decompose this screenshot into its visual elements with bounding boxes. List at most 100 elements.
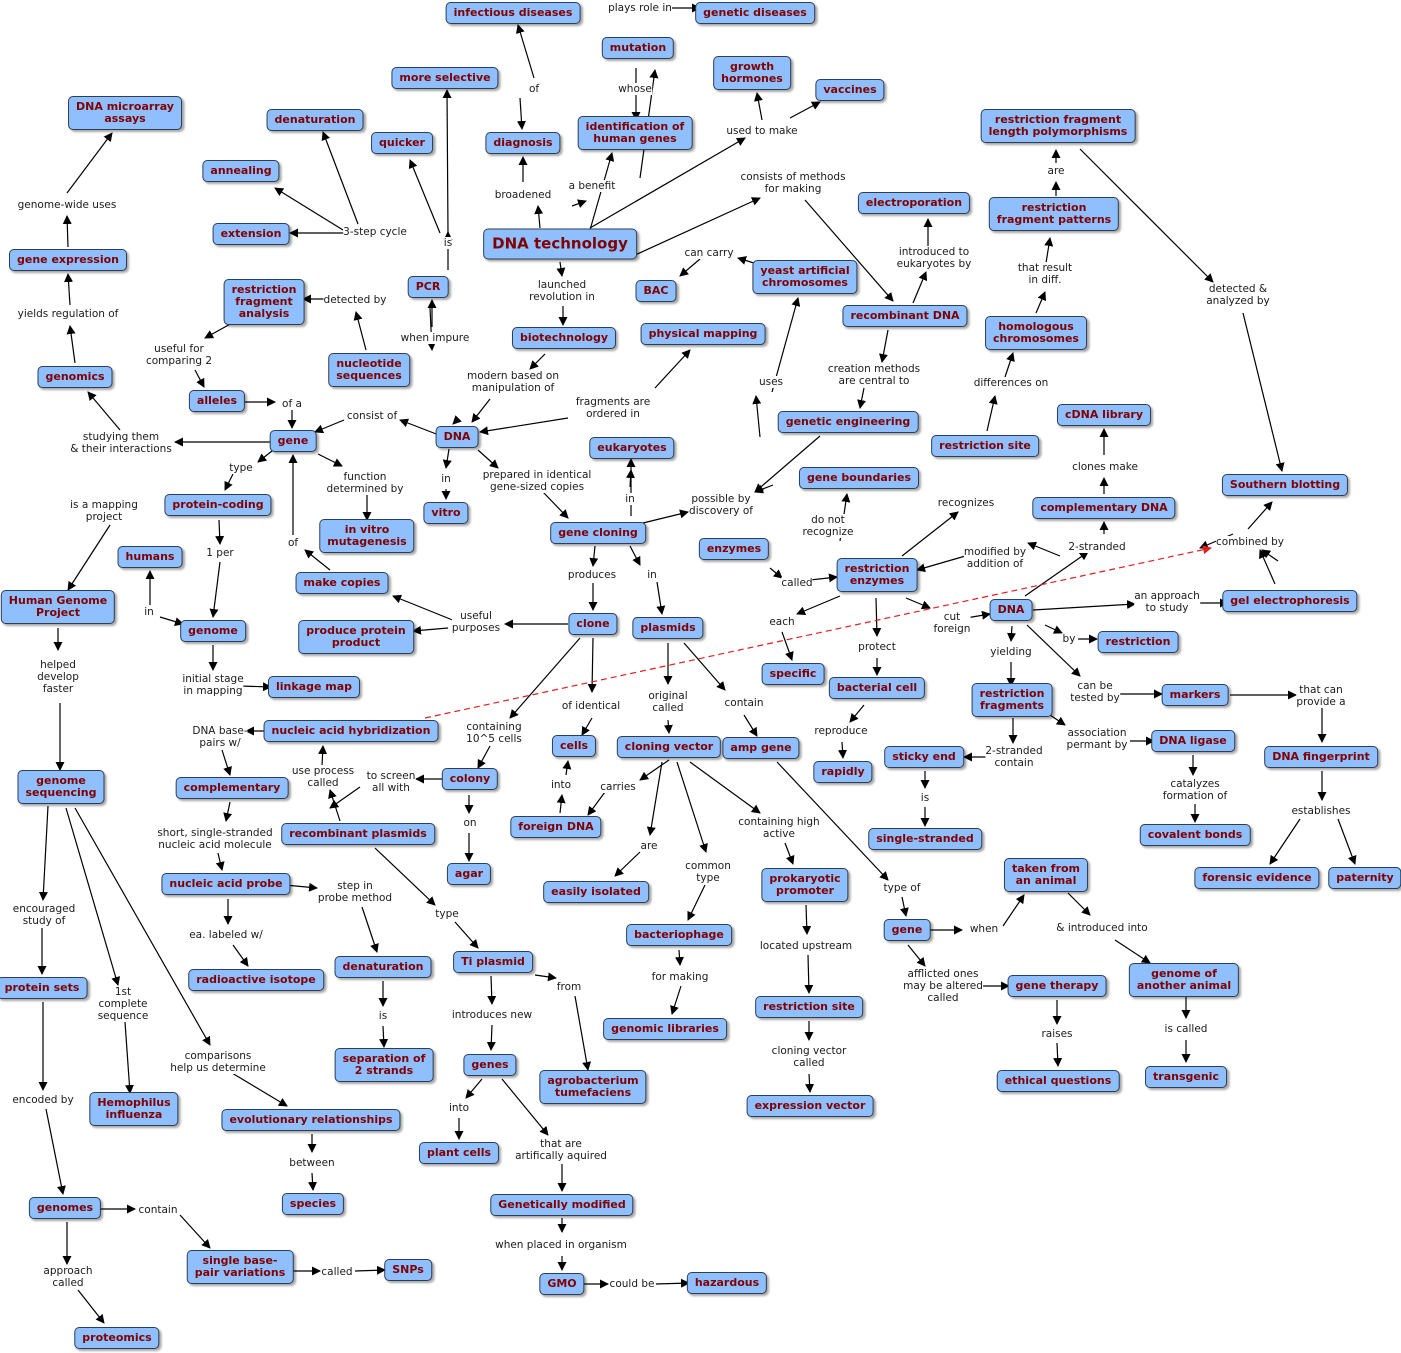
node-restriction-fragment-analysis[interactable]: restriction fragment analysis: [223, 279, 305, 325]
node-complementary[interactable]: complementary: [175, 777, 289, 799]
node-plant-cells[interactable]: plant cells: [418, 1142, 500, 1164]
node-pcr[interactable]: PCR: [407, 276, 449, 298]
node-linkage-map[interactable]: linkage map: [267, 676, 361, 698]
node-make-copies[interactable]: make copies: [295, 572, 389, 594]
node-single-stranded[interactable]: single-stranded: [868, 828, 982, 850]
node-proteomics[interactable]: proteomics: [74, 1327, 160, 1349]
node-bacterial-cell[interactable]: bacterial cell: [828, 677, 926, 699]
node-more-selective[interactable]: more selective: [391, 67, 499, 89]
node-gmo[interactable]: GMO: [539, 1273, 585, 1295]
node-nucleotide-sequences[interactable]: nucleotide sequences: [328, 353, 410, 387]
node-restriction-site-right[interactable]: restriction site: [931, 435, 1039, 457]
node-expression-vector[interactable]: expression vector: [746, 1095, 874, 1117]
node-recombinant-plasmids[interactable]: recombinant plasmids: [281, 823, 435, 845]
node-covalent-bonds[interactable]: covalent bonds: [1139, 824, 1251, 846]
node-gene[interactable]: gene: [269, 430, 317, 452]
node-separation-of-2-strands[interactable]: separation of 2 strands: [334, 1048, 434, 1082]
node-amp-gene[interactable]: amp gene: [722, 737, 800, 759]
node-agar[interactable]: agar: [446, 863, 492, 885]
node-electroporation[interactable]: electroporation: [857, 192, 971, 214]
node-vaccines[interactable]: vaccines: [815, 79, 885, 101]
node-infectious-diseases[interactable]: infectious diseases: [445, 2, 581, 24]
node-bacteriophage[interactable]: bacteriophage: [626, 924, 732, 946]
node-dna-technology[interactable]: DNA technology: [483, 228, 637, 260]
node-species[interactable]: species: [281, 1193, 345, 1215]
node-radioactive-isotope[interactable]: radioactive isotope: [188, 969, 324, 991]
node-snps[interactable]: SNPs: [384, 1259, 432, 1281]
node-nucleic-acid-probe[interactable]: nucleic acid probe: [161, 873, 291, 895]
node-produce-protein-product[interactable]: produce protein product: [298, 620, 414, 654]
node-in-vitro-mutagenesis[interactable]: in vitro mutagenesis: [319, 519, 415, 553]
node-rapidly[interactable]: rapidly: [813, 761, 873, 783]
node-genomic-libraries[interactable]: genomic libraries: [603, 1018, 727, 1040]
node-enzymes[interactable]: enzymes: [698, 538, 770, 560]
node-prokaryotic-promoter[interactable]: prokaryotic promoter: [761, 868, 849, 902]
node-markers[interactable]: markers: [1161, 684, 1229, 706]
node-physical-mapping[interactable]: physical mapping: [640, 323, 766, 345]
node-dna-center[interactable]: DNA: [435, 426, 479, 448]
node-yeast-artificial-chromosomes[interactable]: yeast artificial chromosomes: [752, 260, 858, 294]
node-dna-ligase[interactable]: DNA ligase: [1151, 730, 1235, 752]
node-cloning-vector[interactable]: cloning vector: [616, 736, 722, 758]
node-agrobacterium-tumefaciens[interactable]: agrobacterium tumefaciens: [539, 1070, 647, 1104]
node-taken-from-animal[interactable]: taken from an animal: [1003, 858, 1089, 892]
node-diagnosis[interactable]: diagnosis: [485, 132, 561, 154]
node-restriction[interactable]: restriction: [1097, 631, 1179, 653]
node-annealing[interactable]: annealing: [202, 160, 280, 182]
node-genes[interactable]: genes: [463, 1054, 517, 1076]
node-denaturation-lower[interactable]: denaturation: [334, 956, 432, 978]
node-eukaryotes[interactable]: eukaryotes: [589, 437, 675, 459]
node-gene-cloning[interactable]: gene cloning: [550, 522, 646, 544]
node-transgenic[interactable]: transgenic: [1145, 1066, 1227, 1088]
node-cells[interactable]: cells: [551, 735, 597, 757]
node-southern-blotting[interactable]: Southern blotting: [1221, 474, 1349, 496]
node-denaturation-top[interactable]: denaturation: [266, 109, 364, 131]
node-growth-hormones[interactable]: growth hormones: [713, 56, 791, 90]
node-evolutionary-relationships[interactable]: evolutionary relationships: [221, 1109, 401, 1131]
node-homologous-chromosomes[interactable]: homologous chromosomes: [985, 316, 1087, 350]
node-hazardous[interactable]: hazardous: [686, 1272, 768, 1294]
node-humans[interactable]: humans: [117, 546, 183, 568]
node-single-base-pair-variations[interactable]: single base- pair variations: [186, 1250, 294, 1284]
node-dna-right[interactable]: DNA: [989, 599, 1033, 621]
node-genetic-diseases[interactable]: genetic diseases: [695, 2, 815, 24]
node-rflp[interactable]: restriction fragment length polymorphism…: [980, 109, 1136, 143]
node-complementary-dna[interactable]: complementary DNA: [1032, 497, 1176, 519]
node-gene-therapy[interactable]: gene therapy: [1007, 975, 1107, 997]
node-colony[interactable]: colony: [441, 768, 499, 790]
node-bac[interactable]: BAC: [635, 280, 677, 302]
node-gene-lower[interactable]: gene: [883, 919, 931, 941]
node-genomics[interactable]: genomics: [37, 366, 113, 388]
node-human-genome-project[interactable]: Human Genome Project: [0, 590, 116, 624]
node-specific[interactable]: specific: [761, 663, 825, 685]
node-ethical-questions[interactable]: ethical questions: [996, 1070, 1120, 1092]
node-gene-boundaries[interactable]: gene boundaries: [798, 467, 920, 489]
node-restriction-fragments[interactable]: restriction fragments: [971, 683, 1053, 717]
node-genome-sequencing[interactable]: genome sequencing: [17, 770, 105, 804]
node-identification-human-genes[interactable]: identification of human genes: [577, 116, 693, 150]
node-easily-isolated[interactable]: easily isolated: [543, 881, 649, 903]
node-protein-sets[interactable]: protein sets: [0, 977, 88, 999]
node-genomes[interactable]: genomes: [28, 1197, 102, 1219]
node-dna-fingerprint[interactable]: DNA fingerprint: [1264, 746, 1378, 768]
node-plasmids[interactable]: plasmids: [632, 617, 704, 639]
node-ti-plasmid[interactable]: Ti plasmid: [453, 951, 533, 973]
node-nucleic-acid-hybridization[interactable]: nucleic acid hybridization: [263, 720, 439, 742]
node-quicker[interactable]: quicker: [371, 132, 433, 154]
node-mutation[interactable]: mutation: [601, 37, 675, 59]
node-dna-microarray-assays[interactable]: DNA microarray assays: [68, 96, 182, 130]
node-genome-of-another-animal[interactable]: genome of another animal: [1128, 963, 1240, 997]
node-alleles[interactable]: alleles: [188, 390, 246, 412]
node-restriction-fragment-patterns[interactable]: restriction fragment patterns: [988, 197, 1120, 231]
node-biotechnology[interactable]: biotechnology: [511, 327, 617, 349]
node-paternity[interactable]: paternity: [1328, 867, 1401, 889]
node-sticky-end[interactable]: sticky end: [884, 746, 964, 768]
node-genetic-engineering[interactable]: genetic engineering: [777, 411, 919, 433]
node-vitro[interactable]: vitro: [423, 502, 469, 524]
node-recombinant-dna[interactable]: recombinant DNA: [842, 305, 968, 327]
node-foreign-dna[interactable]: foreign DNA: [510, 816, 602, 838]
node-restriction-enzymes[interactable]: restriction enzymes: [836, 558, 918, 592]
node-hemophilus-influenza[interactable]: Hemophilus influenza: [89, 1092, 179, 1126]
node-gene-expression[interactable]: gene expression: [8, 249, 128, 271]
node-restriction-site-lower[interactable]: restriction site: [755, 996, 863, 1018]
